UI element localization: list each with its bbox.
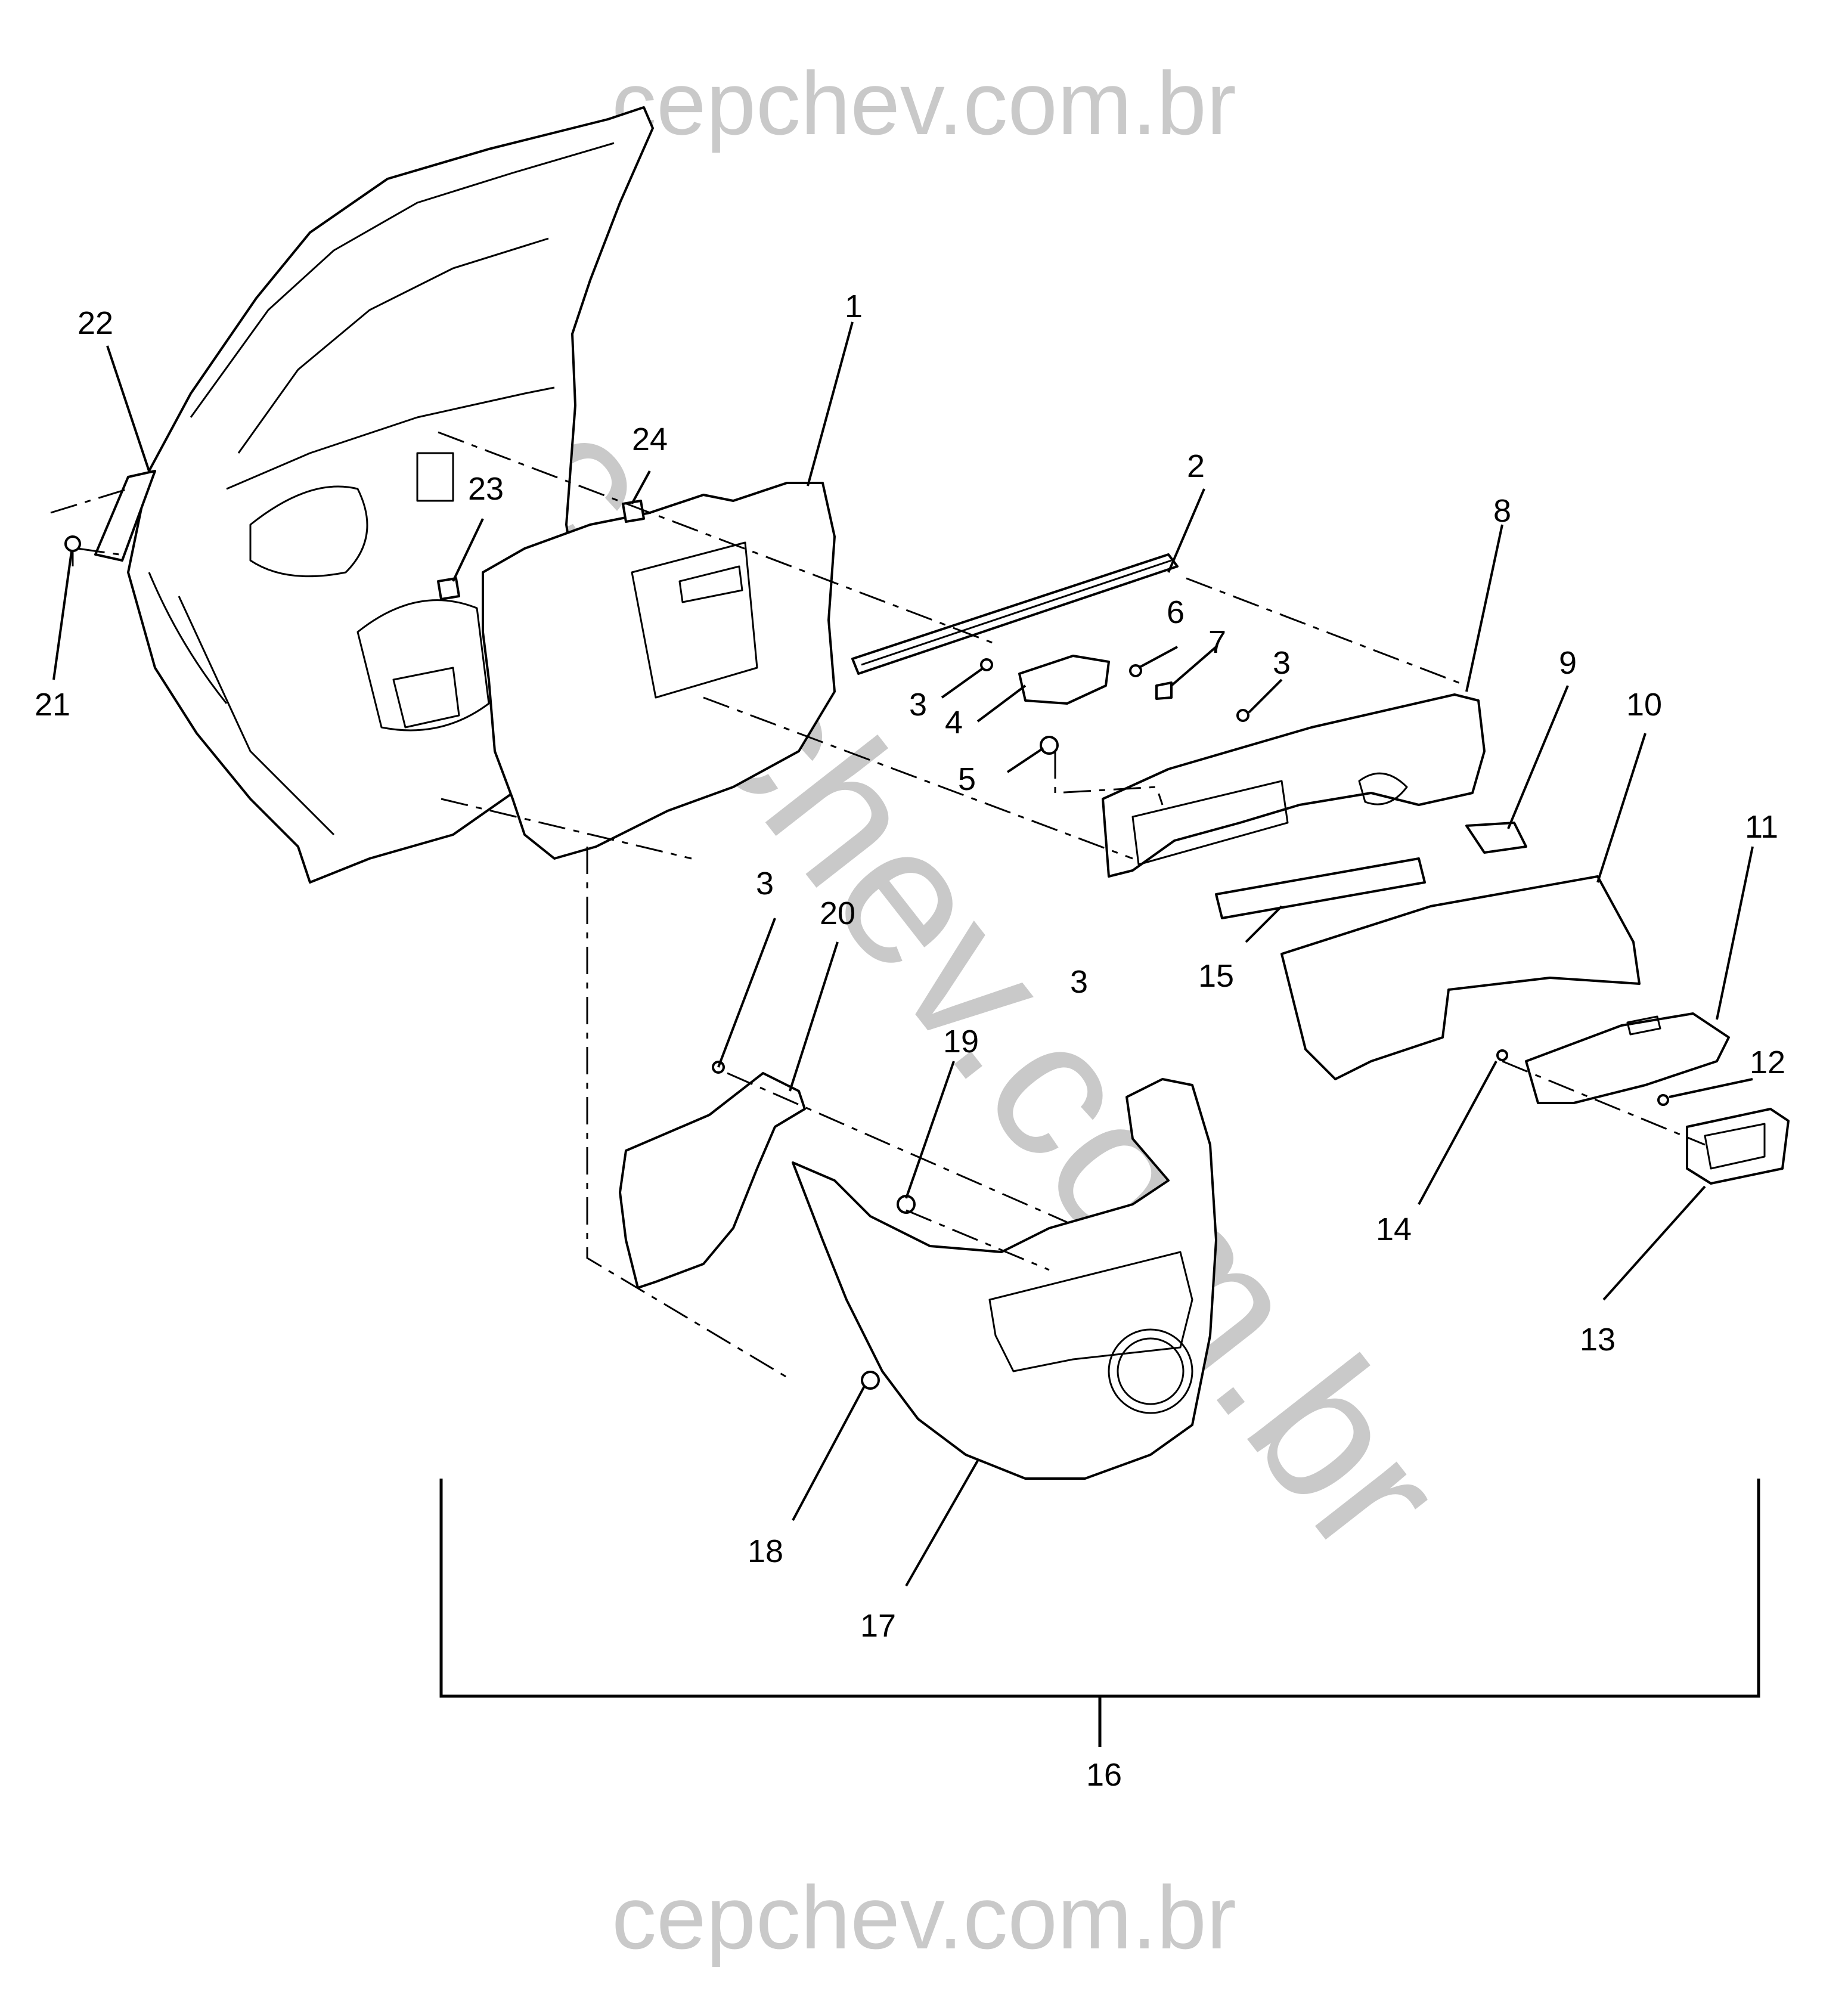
part-13-pull-cup [1686,1108,1790,1185]
part-12-screw [1657,1094,1669,1106]
part-3-screw-a [980,658,993,671]
callout-20: 20 [820,895,855,931]
callout-19: 19 [943,1024,979,1059]
part-5-fastener [1040,736,1059,755]
callout-2: 2 [1187,448,1205,484]
part-1-pocket-slot [678,565,743,603]
part-18-fastener [861,1371,880,1390]
callout-labels: 1 2 3 3 3 3 4 5 6 7 8 9 10 11 12 13 14 1… [35,289,1785,1793]
part-1-pocket [631,541,758,699]
callout-13: 13 [1580,1322,1616,1358]
part-9-grille [1465,822,1527,854]
part-4-inside-handle [1018,655,1110,705]
watermark-top: cepchev.com.br [612,53,1236,153]
part-10-armrest-panel [1280,875,1641,1080]
callout-3: 3 [909,687,927,723]
part-3-screw-b [1236,709,1249,722]
part-15-strip [1215,857,1426,919]
part-21-push-pin [64,535,81,566]
callout-3: 3 [1273,645,1291,681]
callout-16: 16 [1086,1757,1122,1793]
callout-5: 5 [958,761,976,797]
part-7-clip [1155,681,1173,700]
part-2-belt-seal [851,553,1179,675]
callout-11: 11 [1745,809,1778,845]
part-1-water-deflector [482,482,836,860]
callout-3: 3 [756,866,774,901]
part-11-switch-bezel [1525,1012,1730,1104]
part-19-fastener [897,1195,916,1214]
part-8-upper-trim [1102,693,1486,878]
part-22-trim [94,470,156,562]
callout-6: 6 [1167,594,1185,630]
callout-10: 10 [1626,687,1662,723]
part-23-clip [437,577,460,600]
callout-21: 21 [35,687,70,723]
callout-18: 18 [748,1533,783,1569]
callout-9: 9 [1559,645,1577,681]
part-6-screw [1129,664,1142,677]
callout-4: 4 [945,705,963,740]
callout-17: 17 [860,1608,896,1644]
callout-24: 24 [632,422,668,457]
callout-8: 8 [1493,493,1511,529]
alignment-lines [50,431,1706,1378]
part-14-screw [1496,1049,1508,1061]
callout-15: 15 [1198,958,1234,994]
callout-22: 22 [77,305,113,341]
callout-12: 12 [1750,1045,1785,1080]
callout-23: 23 [468,471,504,507]
part-24-clip [622,500,645,523]
callout-3: 3 [1070,964,1088,1000]
callout-7: 7 [1208,624,1226,660]
part-20-map-pocket [619,1072,806,1289]
callout-14: 14 [1376,1211,1412,1247]
watermark-bottom: cepchev.com.br [612,1867,1236,1967]
leader-lines [52,321,1754,1586]
assembly-bracket-16 [439,1479,1760,1747]
callout-1: 1 [845,289,863,324]
